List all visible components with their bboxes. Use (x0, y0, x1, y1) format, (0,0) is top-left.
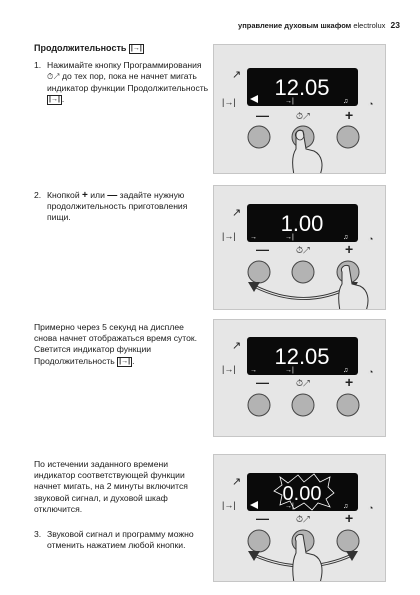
text-block-1: Продолжительность |→| 1. Нажимайте кнопк… (34, 43, 209, 105)
program-label: ⏱↗ (296, 378, 311, 388)
duration-icon: |→| (117, 356, 133, 367)
program-label: ⏱↗ (296, 111, 311, 121)
clock-icon: ◔ (368, 503, 373, 513)
blink-indicator (250, 95, 258, 103)
display-digits: 1.00 (281, 211, 324, 236)
arrow-indicator: → (250, 234, 257, 241)
duration-indicator: |→| (222, 97, 236, 107)
duration-indicator: |→| (222, 500, 236, 510)
minus-button[interactable] (247, 393, 271, 417)
flash-burst-icon (273, 473, 335, 511)
oven-panel-4: ↗ 0.00 |→| →| ♫ ◔ — ⏱↗ + (213, 454, 386, 582)
timer-icon: ↗ (232, 207, 241, 219)
duration-heading: Продолжительность |→| (34, 43, 144, 54)
minus-label: — (256, 375, 269, 390)
duration-icon: |→| (47, 94, 62, 105)
minus-button[interactable] (247, 260, 271, 284)
display-digits: 12.05 (274, 344, 329, 369)
text-block-4: По истечении заданного времени индикатор… (34, 459, 188, 514)
clock-icon: ◔ (368, 367, 373, 377)
arrow-indicator: → (250, 367, 257, 374)
display-digits: 0.00 (283, 483, 322, 505)
plus-label: + (345, 374, 353, 390)
bell-icon: ♫ (343, 503, 348, 510)
hand-icon (338, 265, 369, 309)
duration-mark: →| (285, 98, 294, 105)
duration-mark: →| (285, 367, 294, 374)
display-screen (247, 204, 358, 242)
program-button[interactable] (291, 393, 315, 417)
program-label: ⏱↗ (296, 245, 311, 255)
text-block-3: Примерно через 5 секунд на дисплее снова… (34, 322, 198, 367)
bell-icon: ♫ (343, 234, 348, 241)
duration-mark: →| (285, 234, 294, 241)
hand-icon (292, 129, 323, 173)
timer-icon: ↗ (232, 476, 241, 488)
duration-icon: |→| (128, 44, 144, 54)
duration-mark: →| (285, 503, 294, 510)
minus-label: — (256, 108, 269, 123)
page-header: управление духовым шкафом electrolux 23 (238, 20, 400, 30)
program-icon: ⏱↗ (47, 72, 60, 82)
minus-icon: — (107, 190, 118, 201)
blink-indicator (250, 501, 258, 509)
step-2: 2. Кнопкой + или — задайте нужную продол… (34, 190, 188, 223)
display-screen (247, 68, 358, 106)
program-label: ⏱↗ (296, 514, 311, 524)
plus-button[interactable] (336, 125, 360, 149)
hand-icon (292, 534, 323, 581)
plus-label: + (345, 241, 353, 257)
duration-indicator: |→| (222, 364, 236, 374)
step-3: 3. Звуковой сигнал и программу можно отм… (34, 529, 194, 551)
step-1: 1. Нажимайте кнопку Программирования ⏱↗ … (34, 60, 209, 105)
oven-panel-3: ↗ 12.05 |→| → →| ♫ ◔ — ⏱↗ + (213, 319, 386, 437)
oven-panel-2: ↗ 1.00 |→| → →| ♫ ◔ — ⏱↗ + (213, 185, 386, 310)
minus-button[interactable] (247, 529, 271, 553)
bell-icon: ♫ (343, 367, 348, 374)
minus-label: — (256, 511, 269, 526)
duration-indicator: |→| (222, 231, 236, 241)
brand-name: electrolux (353, 21, 386, 30)
page-number: 23 (390, 20, 400, 30)
display-digits: 12.05 (274, 75, 329, 100)
plus-label: + (345, 510, 353, 526)
bell-icon: ♫ (343, 98, 348, 105)
display-screen (247, 337, 358, 375)
plus-button[interactable] (336, 529, 360, 553)
minus-label: — (256, 242, 269, 257)
minus-button[interactable] (247, 125, 271, 149)
timer-icon: ↗ (232, 69, 241, 81)
program-button[interactable] (291, 260, 315, 284)
display-screen (247, 473, 358, 511)
timer-icon: ↗ (232, 340, 241, 352)
clock-icon: ◔ (368, 99, 373, 109)
clock-icon: ◔ (368, 234, 373, 244)
section-title: управление духовым шкафом (238, 21, 352, 30)
plus-icon: + (82, 190, 88, 201)
plus-button[interactable] (336, 393, 360, 417)
plus-label: + (345, 107, 353, 123)
oven-panel-1: ↗ 12.05 |→| →| ♫ ◔ — ⏱↗ + (213, 44, 386, 174)
